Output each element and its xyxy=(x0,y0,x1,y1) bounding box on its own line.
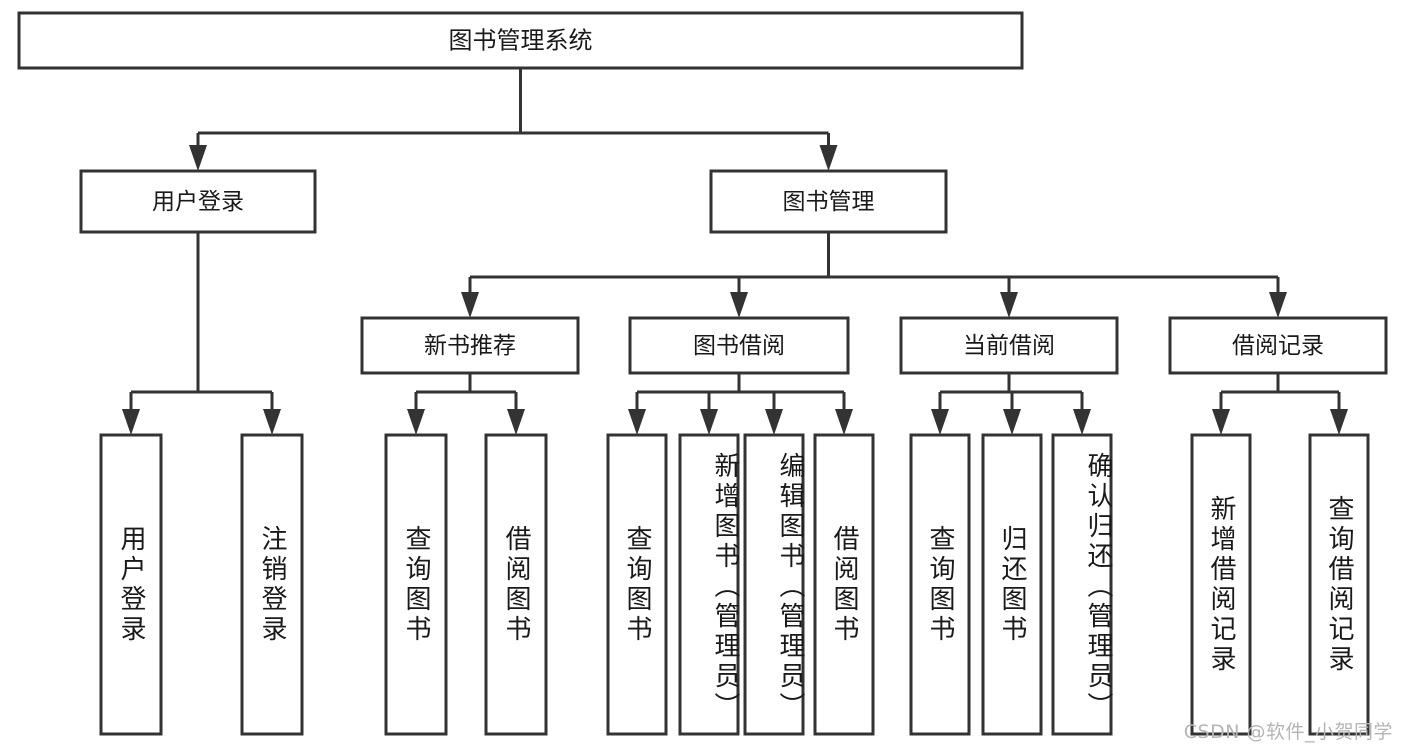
node-current-borrow-label: 当前借阅 xyxy=(963,333,1055,359)
node-leaf-borrow-book-1-box[interactable] xyxy=(484,433,548,736)
arrow-head-icon-to-leaf-query-book-3 xyxy=(931,409,949,435)
connectors-layer xyxy=(122,68,1348,435)
node-leaf-user-login-box[interactable] xyxy=(99,433,163,736)
node-leaf-query-record[interactable] xyxy=(1308,433,1370,736)
arrow-head-icon-to-leaf-query-book-2 xyxy=(628,409,646,435)
node-leaf-logout-box[interactable] xyxy=(240,433,304,736)
node-new-book-recommend[interactable]: 新书推荐 xyxy=(360,316,580,375)
arrow-head-icon-to-leaf-add-book xyxy=(700,409,718,435)
arrow-head-icon-to-leaf-borrow-book-2 xyxy=(835,409,853,435)
arrow-head-icon-to-leaf-user-login xyxy=(122,409,140,435)
arrow-head-icon-to-new-book-recommend xyxy=(461,292,479,318)
node-book-manage-box[interactable] xyxy=(709,169,948,234)
node-book-borrow-box[interactable] xyxy=(628,316,850,375)
node-leaf-query-book-1[interactable] xyxy=(384,433,448,736)
node-leaf-edit-book[interactable] xyxy=(743,433,805,736)
node-leaf-query-book-1-box[interactable] xyxy=(384,433,448,736)
node-leaf-borrow-book-2[interactable] xyxy=(813,433,875,736)
node-leaf-add-book[interactable] xyxy=(678,433,740,736)
node-borrow-record-box[interactable] xyxy=(1168,316,1388,375)
arrow-head-icon-to-book-manage xyxy=(819,145,838,171)
csdn-watermark: CSDN @软件_小贺同学 xyxy=(1183,721,1393,743)
node-leaf-add-book-box[interactable] xyxy=(678,433,740,736)
arrow-head-icon-to-current-borrow xyxy=(1000,292,1018,318)
node-user-login[interactable]: 用户登录 xyxy=(79,169,317,234)
node-leaf-return-book[interactable] xyxy=(981,433,1043,736)
arrow-head-icon-to-leaf-logout xyxy=(263,409,281,435)
node-leaf-query-book-2-box[interactable] xyxy=(606,433,668,736)
node-root-system-label: 图书管理系统 xyxy=(449,27,593,55)
node-leaf-query-record-box[interactable] xyxy=(1308,433,1370,736)
node-user-login-box[interactable] xyxy=(79,169,317,234)
arrow-head-icon-to-leaf-borrow-book-1 xyxy=(507,409,525,435)
arrow-head-icon-to-leaf-add-record xyxy=(1212,409,1230,435)
arrow-head-icon-to-leaf-query-book-1 xyxy=(407,409,425,435)
arrow-head-icon-to-borrow-record xyxy=(1269,292,1287,318)
node-book-manage-label: 图书管理 xyxy=(783,189,875,215)
node-leaf-return-book-box[interactable] xyxy=(981,433,1043,736)
arrow-head-icon-to-book-borrow xyxy=(730,292,748,318)
node-leaf-add-record[interactable] xyxy=(1190,433,1252,736)
node-leaf-add-record-box[interactable] xyxy=(1190,433,1252,736)
node-leaf-edit-book-box[interactable] xyxy=(743,433,805,736)
arrow-head-icon-to-leaf-edit-book xyxy=(765,409,783,435)
node-current-borrow-box[interactable] xyxy=(899,316,1119,375)
node-borrow-record[interactable]: 借阅记录 xyxy=(1168,316,1388,375)
node-leaf-query-book-3-box[interactable] xyxy=(909,433,971,736)
arrow-head-icon-to-leaf-return-book xyxy=(1003,409,1021,435)
node-current-borrow[interactable]: 当前借阅 xyxy=(899,316,1119,375)
node-leaf-user-login[interactable] xyxy=(99,433,163,736)
node-borrow-record-label: 借阅记录 xyxy=(1232,333,1324,359)
node-leaf-confirm-return-box[interactable] xyxy=(1051,433,1113,736)
node-new-book-recommend-box[interactable] xyxy=(360,316,580,375)
arrow-head-icon-to-leaf-query-record xyxy=(1330,409,1348,435)
arrow-head-icon-to-user-login xyxy=(189,145,207,171)
node-root-system-box[interactable] xyxy=(17,11,1024,70)
node-user-login-label: 用户登录 xyxy=(152,189,244,215)
node-book-borrow[interactable]: 图书借阅 xyxy=(628,316,850,375)
node-leaf-logout[interactable] xyxy=(240,433,304,736)
node-leaf-borrow-book-1[interactable] xyxy=(484,433,548,736)
node-new-book-recommend-label: 新书推荐 xyxy=(424,333,516,359)
node-root-system[interactable]: 图书管理系统 xyxy=(17,11,1024,70)
node-leaf-query-book-2[interactable] xyxy=(606,433,668,736)
node-book-manage[interactable]: 图书管理 xyxy=(709,169,948,234)
node-book-borrow-label: 图书借阅 xyxy=(693,333,785,359)
arrow-head-icon-to-leaf-confirm-return xyxy=(1073,409,1091,435)
node-leaf-confirm-return[interactable] xyxy=(1051,433,1113,736)
node-leaf-borrow-book-2-box[interactable] xyxy=(813,433,875,736)
node-leaf-query-book-3[interactable] xyxy=(909,433,971,736)
